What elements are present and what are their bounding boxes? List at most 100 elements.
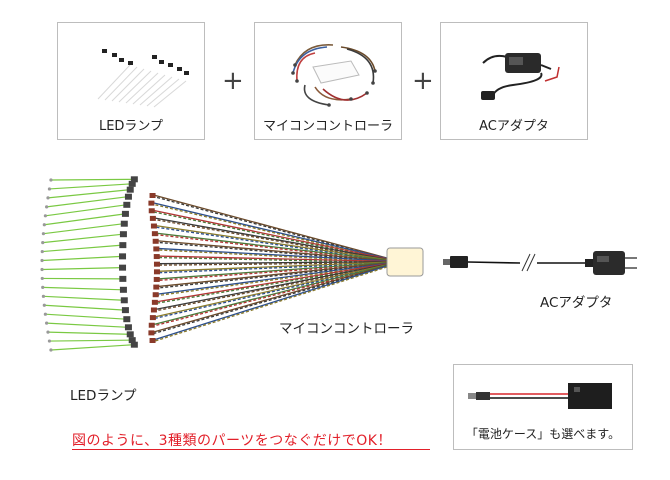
led-wire (50, 344, 134, 351)
led-wire (45, 204, 127, 217)
led-connector (124, 324, 132, 331)
controller-wire (153, 194, 388, 259)
led-wire (41, 255, 123, 262)
led-bulb (46, 196, 50, 200)
controller-wire (157, 262, 388, 282)
led-bulb (42, 223, 46, 227)
controller-wire (156, 240, 388, 262)
led-wire (44, 213, 126, 226)
controller-wire (153, 217, 388, 260)
led-connector (120, 297, 128, 304)
wire-end-connector (149, 215, 156, 221)
led-bulb (49, 348, 53, 352)
led-wire (42, 267, 123, 271)
led-lamp-box: LEDランプ (57, 22, 205, 140)
led-bulb (43, 312, 47, 316)
led-connector (128, 180, 136, 187)
wire-end-connector (148, 208, 155, 214)
led-connector (130, 176, 138, 183)
wire-end-connector (153, 261, 160, 267)
led-wire (47, 331, 130, 335)
led-bulb (45, 321, 49, 325)
ac-adapter-box: ACアダプタ (440, 22, 588, 140)
led-connector (120, 220, 128, 227)
led-connector (119, 253, 127, 260)
led-connector (123, 201, 131, 208)
led-wire (49, 339, 132, 342)
led-connector (126, 186, 134, 193)
controller-wire (157, 247, 388, 262)
led-bulb (40, 267, 44, 272)
headline-text: 図のように、3種類のパーツをつなぐだけでOK！ (72, 433, 392, 449)
controller-wire (154, 264, 388, 312)
controller-wire (155, 234, 388, 262)
controller-wire (155, 264, 388, 304)
wire-end-connector (148, 322, 155, 328)
wire-end-connector (153, 276, 160, 282)
led-connector (124, 193, 132, 200)
ac-adapter-assembly (443, 251, 637, 275)
wire-end-connector (148, 330, 155, 336)
led-connector (119, 275, 127, 282)
wire-end-connector (153, 269, 160, 275)
wire-end-connector (149, 338, 156, 343)
led-lamp-array (40, 176, 138, 352)
controller-wire (152, 264, 388, 326)
wire-end-connector (148, 200, 155, 206)
controller-wire (157, 249, 388, 263)
controller-wire (157, 261, 388, 280)
controller-wire (156, 263, 388, 297)
led-bulb (45, 205, 49, 209)
battery-case-box: 「電池ケース」も選べます。 (453, 364, 633, 450)
led-bulb (43, 214, 47, 218)
led-bulb (47, 187, 52, 191)
led-wire (42, 244, 123, 253)
wire-end-connector (150, 307, 157, 313)
controller-wire (155, 232, 388, 261)
controller-wire (153, 266, 388, 343)
led-bulb (46, 330, 50, 334)
controller-wire (153, 265, 388, 341)
led-connector (119, 231, 127, 238)
controller-wire (156, 241, 388, 263)
led-bulb (40, 276, 44, 281)
wire-end-connector (151, 299, 158, 305)
led-wire (47, 189, 130, 199)
led-wire (43, 295, 124, 301)
led-bulb (41, 232, 46, 236)
controller-wire-bundle (148, 193, 388, 343)
led-connector (128, 337, 136, 344)
ac-adapter-label: ACアダプタ (540, 295, 613, 311)
led-wire (45, 313, 127, 320)
controller-caption: マイコンコントローラ (262, 119, 393, 134)
led-bulb (40, 249, 44, 254)
led-connector (123, 316, 131, 323)
led-connector (119, 242, 127, 249)
led-wire (49, 183, 132, 190)
led-wire (44, 304, 125, 311)
controller-wire (152, 264, 388, 333)
controller-wire (157, 262, 388, 266)
controller-wire (157, 255, 388, 263)
controller-unit (386, 247, 424, 277)
wire-end-connector (151, 231, 158, 237)
ac-adapter-caption: ACアダプタ (479, 119, 549, 134)
controller-wire (153, 218, 388, 261)
wire-end-connector (153, 284, 160, 290)
controller-wire (154, 226, 388, 262)
controller-wire (155, 263, 388, 303)
led-wire (42, 286, 123, 291)
wire-end-connector (152, 292, 159, 298)
ac-adapter-icon (481, 53, 560, 100)
controller-wire (157, 262, 388, 288)
led-connector (130, 341, 138, 348)
led-bulb (41, 285, 45, 289)
battery-case-caption: 「電池ケース」も選べます。 (465, 427, 621, 441)
led-bulb (42, 303, 46, 307)
wire-end-connector (153, 246, 160, 252)
controller-icon (291, 44, 377, 107)
led-bulb (40, 258, 44, 263)
plus-sign-2: + (412, 66, 434, 96)
led-wire (46, 196, 129, 208)
